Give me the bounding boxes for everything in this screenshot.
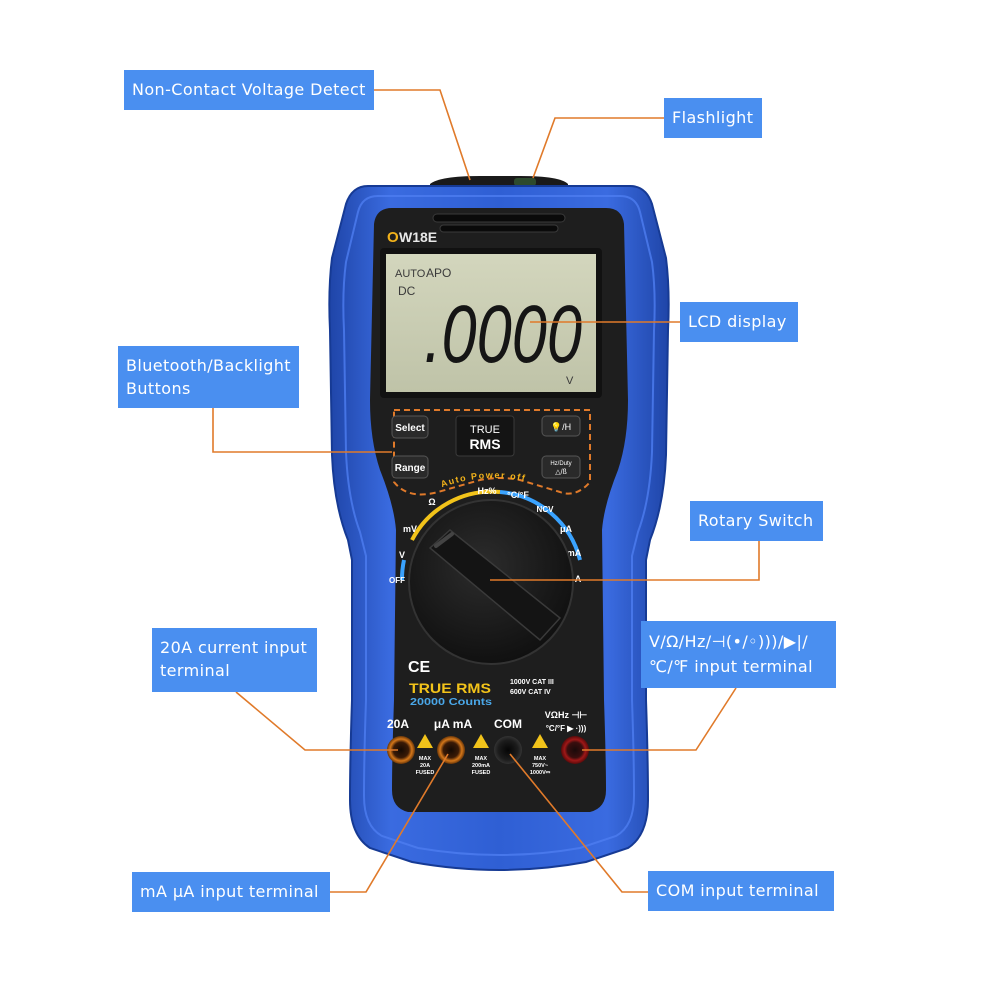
leader-com [509, 753, 648, 893]
callout-bluetooth-line1: Bluetooth/Backlight [126, 356, 291, 375]
fuse-20a-3: FUSED [416, 770, 435, 776]
ce-mark: CE [408, 659, 431, 676]
true-rms-top: TRUE [470, 424, 500, 436]
lcd-dc: DC [398, 284, 416, 298]
callout-20a-line1: 20A current input [160, 638, 308, 657]
hz-duty-sub-label: △/ß [555, 469, 567, 476]
range-button[interactable]: Range [391, 455, 429, 479]
dial-label-a: A [575, 574, 582, 584]
fuse-v-2: 750V~ [532, 763, 548, 769]
fuse-ma-2: 200mA [472, 763, 490, 769]
dial-label-ua: μA [560, 524, 573, 534]
speaker-slot-1 [432, 213, 566, 223]
brand-true-rms: TRUE RMS [409, 680, 491, 696]
terminal-label-com: COM [494, 717, 522, 731]
true-rms-bottom: RMS [469, 436, 500, 452]
lcd-apo: APO [426, 266, 451, 280]
callout-non-contact-voltage-text: Non-Contact Voltage Detect [132, 80, 366, 99]
terminal-label-v: VΩHz ⊣⊢ [545, 710, 588, 720]
fuse-20a-2: 20A [420, 763, 430, 769]
warning-icon [532, 734, 548, 748]
jack-20a[interactable] [387, 736, 415, 764]
callout-ma-ua-terminal: mA μA input terminal [132, 872, 330, 912]
leader-rotary [490, 541, 760, 581]
warning-icon [417, 734, 433, 748]
leader-bluetooth [212, 408, 392, 453]
leader-ma [330, 753, 449, 893]
dial-scale-blue-left [399, 559, 406, 581]
dial-scale-blue [499, 490, 582, 561]
dial-label-ma: mA [567, 548, 582, 558]
jack-v-ohm[interactable] [561, 736, 589, 764]
callout-rotary-switch: Rotary Switch [690, 501, 823, 541]
hz-duty-button[interactable]: Hz/Duty △/ß [541, 455, 581, 479]
dial-label-mv: mV [403, 524, 417, 534]
lcd-auto: AUTO [395, 268, 426, 280]
speaker-slot-2 [439, 224, 559, 233]
backlight-hold-label: 💡/H [551, 421, 571, 432]
callout-rotary-switch-text: Rotary Switch [698, 511, 814, 530]
model-label: W18E [399, 229, 437, 245]
terminal-label-20a: 20A [387, 717, 409, 731]
backlight-hold-button[interactable]: 💡/H [541, 415, 581, 437]
range-button-label: Range [395, 463, 426, 474]
lcd-unit: V [566, 375, 574, 387]
callout-lcd-display: LCD display [680, 302, 798, 342]
warning-icon [473, 734, 489, 748]
select-button-label: Select [395, 423, 425, 434]
model-label-o: O [387, 229, 399, 246]
dial-label-ncv: NCV [537, 505, 555, 514]
jack-ua-ma[interactable] [437, 736, 465, 764]
callout-com-terminal: COM input terminal [648, 871, 834, 911]
callout-20a-terminal: 20A current input terminal [152, 628, 317, 692]
lcd-screen [386, 254, 596, 392]
fuse-20a-1: MAX [419, 756, 432, 762]
dial-label-off: OFF [389, 576, 405, 585]
fuse-v-3: 1000V⎓ [530, 770, 551, 776]
callout-ma-ua-text: mA μA input terminal [140, 882, 319, 901]
jack-com[interactable] [494, 736, 522, 764]
hz-duty-label: Hz/Duty [550, 461, 571, 467]
meter-bumper-lip [342, 195, 656, 856]
callout-bluetooth-backlight: Bluetooth/Backlight Buttons [118, 346, 299, 408]
flashlight-lens [514, 178, 536, 186]
lcd-reading: .0000 [424, 289, 582, 380]
dial-label-v: V [399, 550, 405, 560]
dial-label-hz: Hz% [477, 486, 496, 496]
rotary-switch-knob[interactable] [408, 499, 574, 665]
brand-counts: 20000 Counts [410, 697, 493, 708]
leader-lines [212, 89, 760, 893]
dial-label-temp: °C/°F [507, 490, 529, 500]
leader-ncv [374, 89, 471, 181]
callout-v-line2: ℃/℉ input terminal [649, 657, 813, 676]
callout-flashlight-text: Flashlight [672, 108, 754, 127]
cat-rating-2: 600V CAT IV [510, 689, 551, 696]
fuse-ma-3: FUSED [472, 770, 491, 776]
leader-v-terminal [582, 687, 737, 751]
callout-com-text: COM input terminal [656, 881, 819, 900]
fuse-v-1: MAX [534, 756, 547, 762]
callout-bluetooth-line2: Buttons [126, 379, 191, 398]
leader-20a [235, 691, 398, 751]
fuse-ma-1: MAX [475, 756, 488, 762]
callout-flashlight: Flashlight [664, 98, 762, 138]
callout-non-contact-voltage: Non-Contact Voltage Detect [124, 70, 374, 110]
terminal-label-ua-ma: μA mA [434, 717, 473, 731]
callout-lcd-display-text: LCD display [688, 312, 787, 331]
callout-v-line1: V/Ω/Hz/⊣(•/◦)))/▶|/ [649, 632, 809, 651]
select-button[interactable]: Select [391, 415, 429, 439]
leader-flashlight [532, 117, 664, 179]
true-rms-badge: TRUE RMS [455, 415, 515, 457]
button-cluster-outline [393, 409, 591, 496]
callout-20a-line2: terminal [160, 661, 231, 680]
dial-label-ohm: Ω [428, 497, 435, 507]
dial-scale-yellow [410, 489, 501, 541]
callout-v-terminal: V/Ω/Hz/⊣(•/◦)))/▶|/ ℃/℉ input terminal [641, 621, 836, 688]
cat-rating-1: 1000V CAT III [510, 679, 554, 686]
terminal-label-v2: °C/°F ▶ ·))) [546, 724, 587, 733]
